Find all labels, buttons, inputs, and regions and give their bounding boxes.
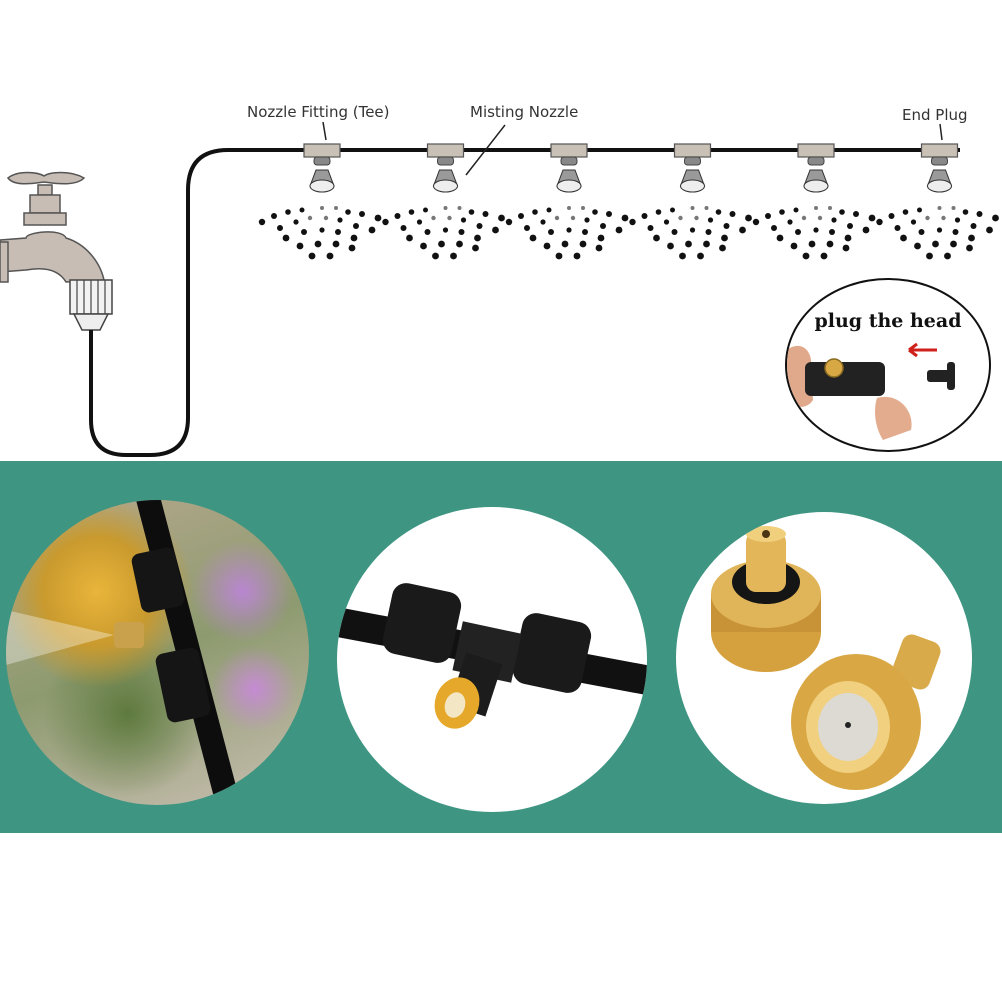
brass-nozzle-icon <box>824 358 844 378</box>
nozzle-fitting-tee <box>382 143 505 260</box>
misting-nozzle-icon <box>432 169 459 193</box>
installation-diagram <box>0 0 1002 460</box>
misting-nozzle-icon <box>926 169 953 193</box>
misting-nozzle-icon <box>679 169 706 193</box>
spray-pattern <box>629 206 752 260</box>
nozzle-fitting-tee <box>629 143 752 260</box>
nozzle-fitting-tee <box>505 143 629 260</box>
spray-pattern <box>876 206 999 260</box>
end-plug-icon <box>927 370 951 382</box>
end-plug-fitting <box>876 143 999 260</box>
inset-caption: plug the head <box>814 310 962 332</box>
photo-brass-nozzles <box>676 512 972 804</box>
nozzle-fitting-tee <box>258 143 382 260</box>
misting-nozzle-icon <box>556 169 582 193</box>
photo-tee-fitting <box>337 507 647 812</box>
spray-pattern <box>382 206 505 260</box>
tee-fitting-icon <box>805 362 885 396</box>
misting-nozzle-icon <box>309 169 335 193</box>
nozzle-fitting-tee-label: Nozzle Fitting (Tee) <box>247 103 390 121</box>
spray-pattern <box>258 206 382 260</box>
end-plug-label: End Plug <box>902 106 968 124</box>
faucet-icon <box>0 171 113 331</box>
thumb-icon <box>875 396 912 440</box>
diagram-svg <box>0 121 999 457</box>
arrow-left-icon <box>908 342 937 358</box>
misting-nozzle-label: Misting Nozzle <box>470 103 579 121</box>
photo-nozzle-spraying <box>6 500 309 805</box>
hose-line <box>89 148 960 457</box>
inset-illustration <box>787 342 955 440</box>
nozzle-fitting-tee <box>752 143 876 260</box>
plug-the-head-inset: plug the head <box>785 278 991 452</box>
misting-nozzle-icon <box>803 169 829 193</box>
spray-pattern <box>752 206 876 260</box>
spray-pattern <box>505 206 629 260</box>
